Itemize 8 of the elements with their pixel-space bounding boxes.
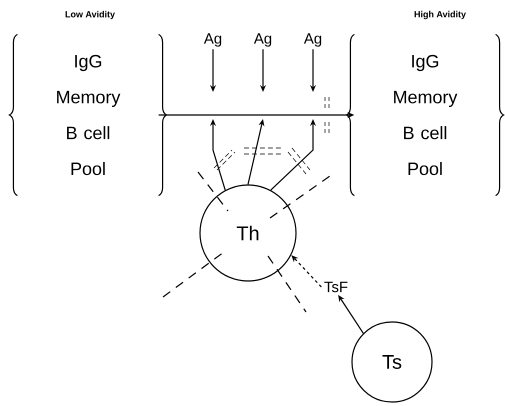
antigen-label: Ag <box>204 33 222 47</box>
heading: High Avidity <box>414 10 466 20</box>
heading: Low Avidity <box>66 10 115 20</box>
pool-label: IgG Memory B cell Pool <box>57 54 120 176</box>
pool-label: IgG Memory B cell Pool <box>394 54 458 176</box>
antigen-label: Ag <box>304 33 322 47</box>
factor-label: TsF <box>324 282 348 292</box>
antigen-label: Ag <box>254 33 272 47</box>
